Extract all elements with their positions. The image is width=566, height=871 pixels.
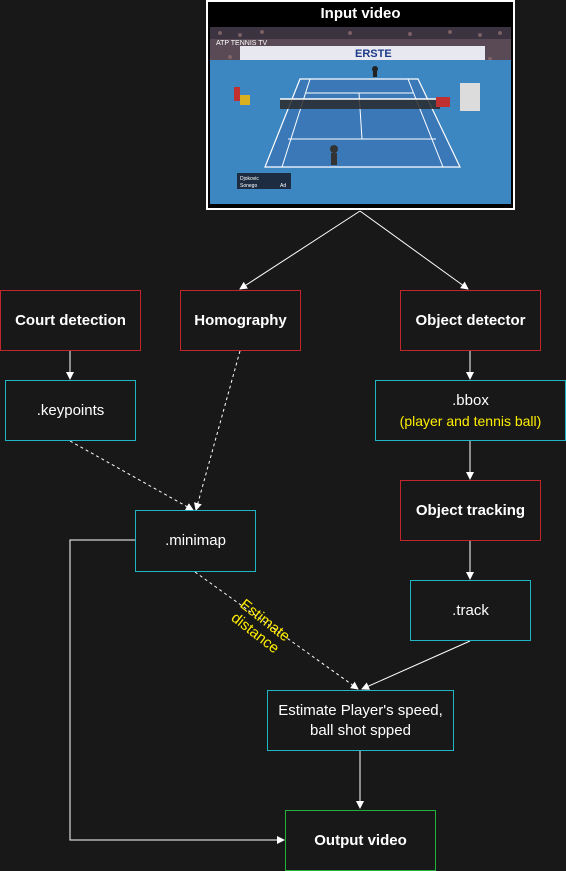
speed-node: Estimate Player's speed, ball shot spped: [267, 690, 454, 751]
bbox-label: .bbox: [452, 391, 489, 409]
input-video-title: Input video: [320, 5, 401, 22]
object-tracking-label: Object tracking: [415, 501, 526, 519]
speed-label: Estimate Player's speed, ball shot spped: [278, 701, 443, 739]
banner-text: ERSTE: [355, 48, 392, 60]
court-detection-node: Court detection: [0, 290, 141, 351]
edge-keypoints-minimap: [69, 440, 194, 511]
edge-homography-minimap: [194, 350, 241, 511]
scoreboard-row2: Sonego: [240, 183, 257, 189]
output-video-node: Output video: [285, 810, 436, 871]
track-node: .track: [410, 580, 531, 641]
bbox-node: .bbox (player and tennis ball): [375, 380, 566, 441]
tennis-video-frame: ERSTE ATP TENNIS TV Djokovic Sonego Ad: [210, 27, 511, 204]
edge-minimap-output: [69, 539, 285, 844]
keypoints-node: .keypoints: [5, 380, 136, 441]
homography-label: Homography: [194, 311, 287, 329]
minimap-label: .minimap: [165, 532, 226, 549]
object-tracking-node: Object tracking: [400, 480, 541, 541]
minimap-node: .minimap: [135, 510, 256, 572]
edge-track-speed: [361, 640, 471, 690]
object-detector-label: Object detector: [415, 311, 526, 329]
edge-input-detector: [359, 210, 469, 290]
court-detection-label: Court detection: [15, 311, 126, 329]
input-video-node: Input video ERSTE ATP TENNIS TV: [206, 0, 515, 210]
keypoints-label: .keypoints: [36, 401, 105, 419]
logo-text: ATP TENNIS TV: [216, 40, 268, 47]
output-video-label: Output video: [314, 831, 407, 849]
object-detector-node: Object detector: [400, 290, 541, 351]
scoreboard-row1: Djokovic: [240, 176, 259, 182]
edge-input-homography: [239, 210, 361, 290]
scoreboard-score: Ad: [280, 183, 286, 189]
track-label: .track: [452, 601, 489, 619]
bbox-note: (player and tennis ball): [399, 412, 542, 429]
homography-node: Homography: [180, 290, 301, 351]
